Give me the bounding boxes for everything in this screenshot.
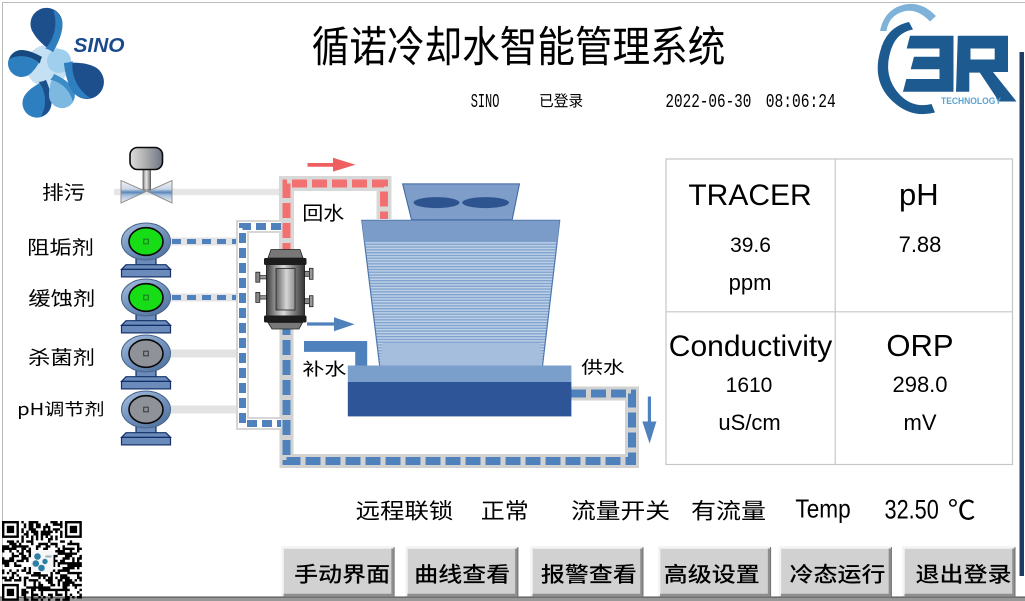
svg-text:1610: 1610	[726, 374, 773, 397]
svg-text:32.50: 32.50	[885, 495, 939, 525]
svg-text:mV: mV	[904, 410, 937, 435]
svg-text:08:06:24: 08:06:24	[766, 91, 836, 113]
svg-text:SINO: SINO	[471, 91, 500, 113]
svg-text:298.0: 298.0	[892, 372, 947, 397]
svg-text:39.6: 39.6	[730, 234, 771, 257]
svg-text:Conductivity: Conductivity	[669, 330, 832, 363]
svg-text:SINO: SINO	[74, 35, 125, 57]
svg-text:Temp: Temp	[795, 494, 850, 524]
svg-text:TECHNOLOGY: TECHNOLOGY	[941, 96, 1002, 107]
svg-text:TRACER: TRACER	[688, 179, 811, 212]
svg-text:uS/cm: uS/cm	[718, 410, 780, 435]
svg-text:pH: pH	[899, 177, 939, 212]
svg-text:2022-06-30: 2022-06-30	[665, 91, 751, 113]
svg-text:ORP: ORP	[886, 328, 953, 363]
svg-text:ppm: ppm	[729, 270, 772, 295]
svg-text:7.88: 7.88	[899, 232, 942, 257]
